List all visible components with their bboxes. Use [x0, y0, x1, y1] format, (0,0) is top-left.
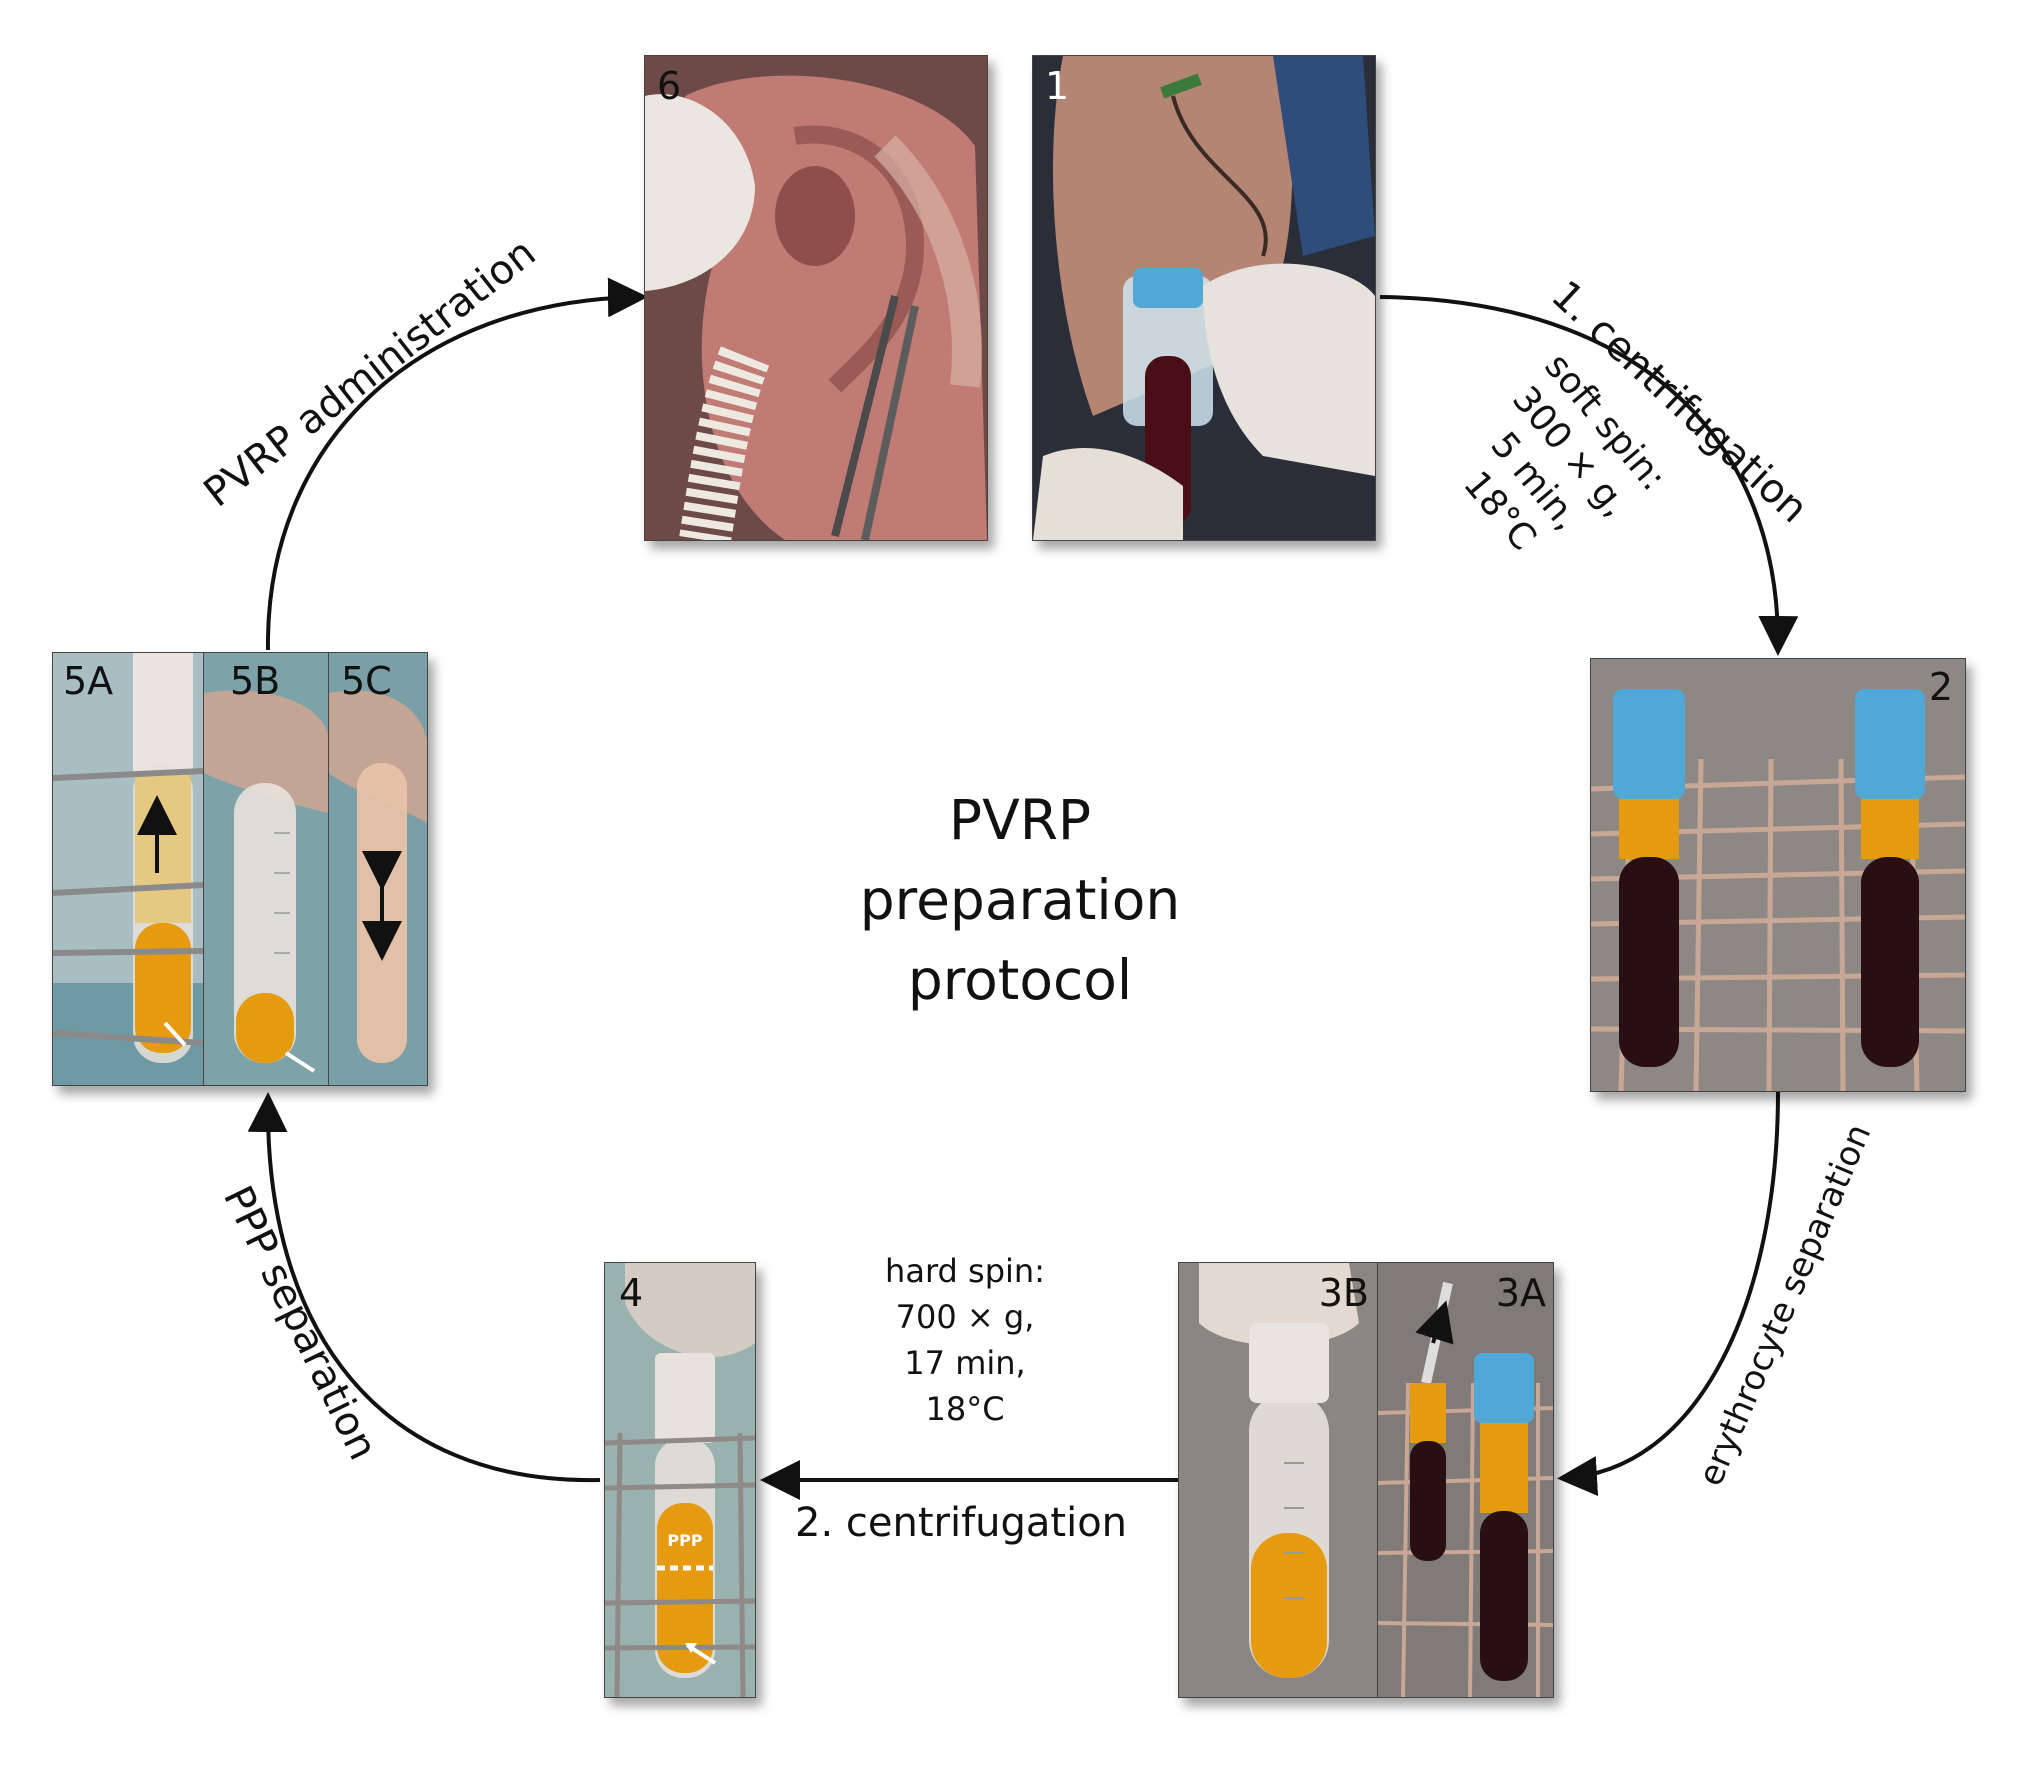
tube-5a-illustration [53, 653, 203, 1085]
hard-spin-line-3: 17 min, [904, 1344, 1026, 1382]
caption-centrifugation-2: 2. centrifugation [795, 1500, 1128, 1546]
photo-panel-5c: 5C [328, 653, 427, 1085]
blood-draw-illustration [1033, 56, 1375, 540]
photo-panel-2: 2 [1590, 658, 1966, 1092]
arrow-2-to-3 [1557, 1091, 1780, 1497]
photo-panel-3b: 3B [1179, 1263, 1377, 1697]
photo-panel-1: 1 [1032, 55, 1376, 541]
ppp-tube-illustration [605, 1263, 755, 1697]
panel-label-3b: 3B [1318, 1271, 1369, 1315]
panel-label-4: 4 [619, 1271, 644, 1315]
photo-panel-5b: 5B [203, 653, 329, 1085]
panel-label-2: 2 [1928, 665, 1953, 709]
caption-hard-spin: hard spin: 700 × g, 17 min, 18°C [855, 1248, 1075, 1432]
centrifuged-tubes-illustration [1591, 659, 1965, 1091]
panel-label-5c: 5C [341, 659, 392, 703]
erythrocyte-tube-illustration [1378, 1263, 1553, 1697]
panel-label-6: 6 [657, 64, 682, 108]
hard-spin-line-2: 700 × g, [895, 1298, 1035, 1336]
ear-illustration [645, 56, 987, 540]
hard-spin-line-1: hard spin: [885, 1252, 1045, 1290]
title-line-1: PVRP preparation [859, 788, 1181, 932]
title-line-2: protocol [907, 948, 1133, 1012]
panel-label-5a: 5A [63, 659, 114, 703]
arrow-4-to-5 [247, 1092, 601, 1483]
diagram-title: PVRP preparation protocol [785, 780, 1255, 1020]
photo-panel-4: PPP 4 [604, 1262, 756, 1698]
plasma-tube-illustration [1179, 1263, 1377, 1697]
arrow-5-to-6 [265, 277, 648, 651]
panel-label-1: 1 [1045, 64, 1070, 108]
photo-panel-6: 6 [644, 55, 988, 541]
panel-label-3a: 3A [1495, 1271, 1546, 1315]
hard-spin-line-4: 18°C [925, 1390, 1005, 1428]
photo-panel-5a: 5A [53, 653, 203, 1085]
tube-5c-illustration [329, 653, 427, 1085]
photo-panel-3: 3B 3A [1178, 1262, 1554, 1698]
panel-label-5b: 5B [230, 659, 281, 703]
tube-5b-illustration [204, 653, 329, 1085]
photo-panel-3a: 3A [1377, 1263, 1553, 1697]
ppp-label: PPP [667, 1531, 703, 1550]
arrow-1-to-2 [1379, 295, 1799, 656]
photo-panel-5: 5A 5B 5C [52, 652, 428, 1086]
